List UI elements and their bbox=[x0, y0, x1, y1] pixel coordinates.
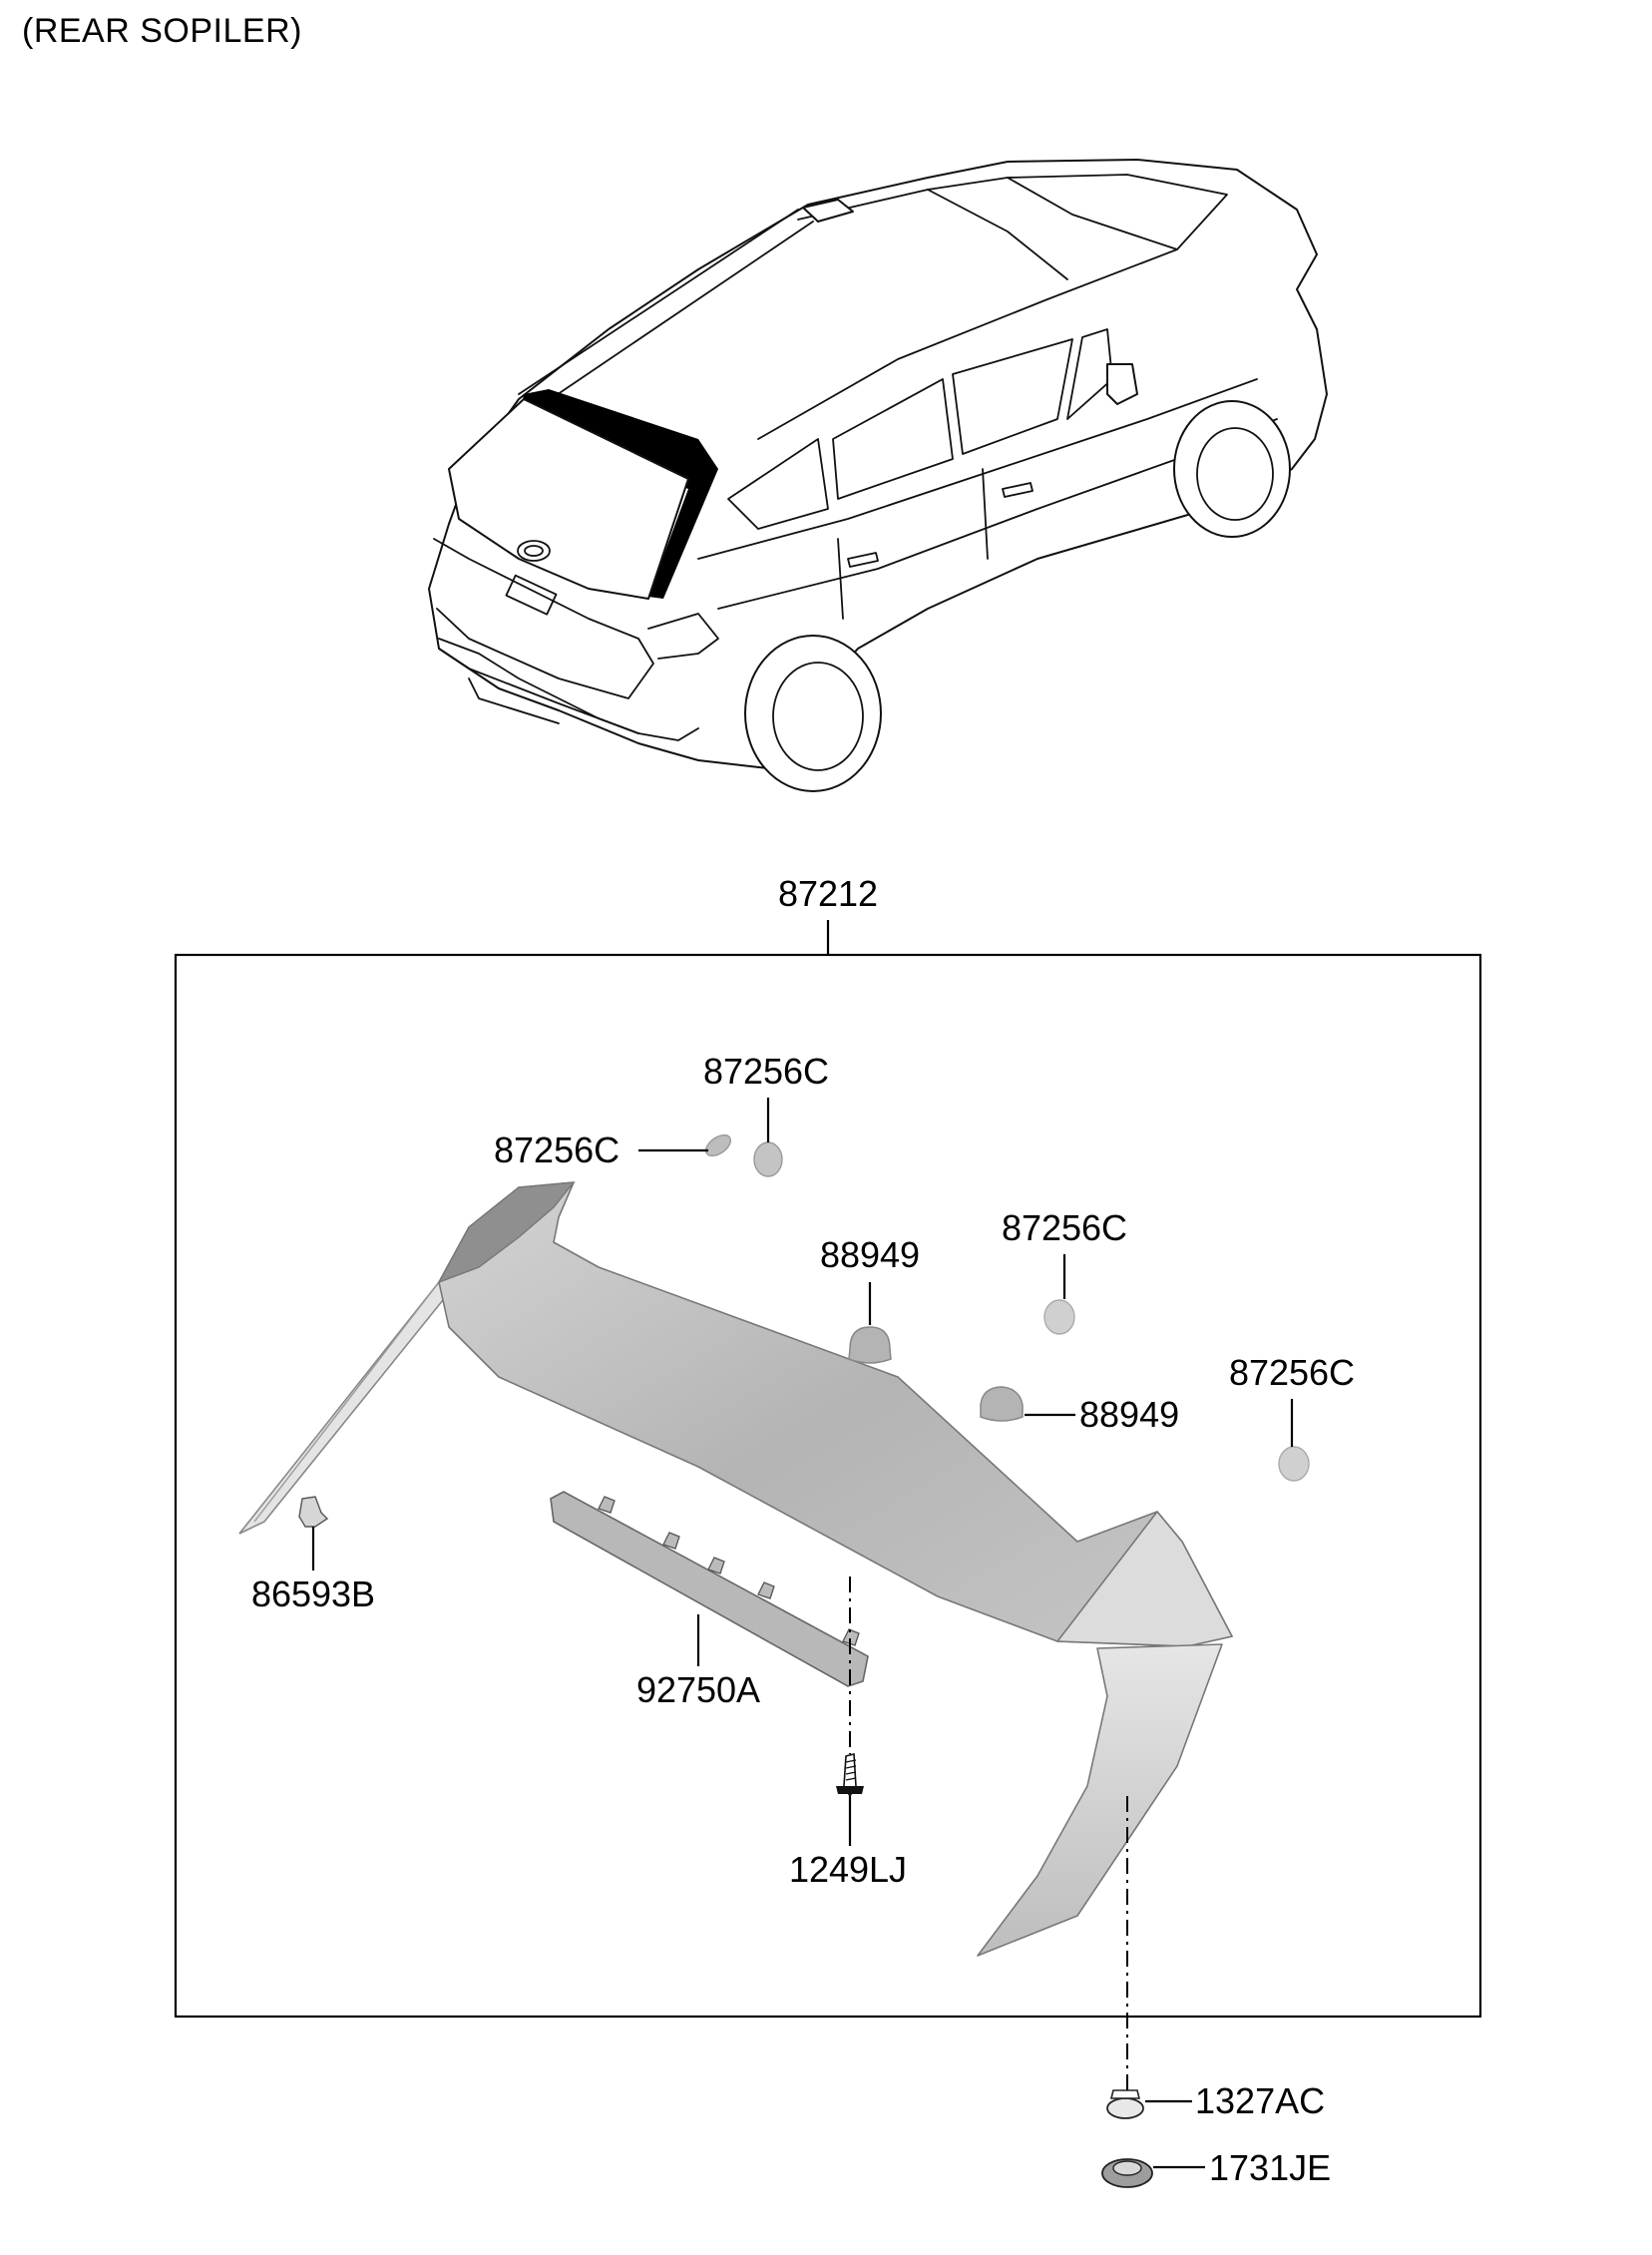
diagram-title: (REAR SOPILER) bbox=[22, 12, 302, 50]
callout-screw: 1249LJ bbox=[789, 1849, 907, 1890]
cap-part-group bbox=[704, 1133, 1310, 1482]
callout-clip: 86593B bbox=[251, 1574, 375, 1614]
vehicle-illustration bbox=[428, 159, 1328, 792]
callout-grommet: 1731JE bbox=[1209, 2147, 1331, 2188]
cap-c-shape bbox=[1043, 1299, 1075, 1335]
callout-cap-b: 87256C bbox=[703, 1051, 829, 1092]
callout-nut: 1327AC bbox=[1195, 2080, 1325, 2121]
rear-spoiler-part bbox=[238, 1181, 1233, 1957]
cap-a-shape bbox=[704, 1133, 732, 1157]
callout-bumper-b: 88949 bbox=[1079, 1394, 1179, 1435]
callout-cap-a: 87256C bbox=[494, 1129, 620, 1170]
callout-cap-c: 87256C bbox=[1002, 1207, 1127, 1248]
stop-lamp-part bbox=[550, 1491, 869, 1687]
screw-shape bbox=[836, 1752, 864, 1798]
clip-shape bbox=[298, 1496, 329, 1528]
nut-shape bbox=[1106, 2089, 1144, 2119]
leader-lines bbox=[311, 1098, 1294, 2169]
grommet-shape bbox=[1101, 2158, 1153, 2188]
cap-d-shape bbox=[1278, 1446, 1310, 1482]
cap-b-shape bbox=[753, 1141, 783, 1177]
bumper-a-shape bbox=[848, 1326, 892, 1364]
callout-assembly: 87212 bbox=[778, 873, 878, 914]
bumper-stop-group bbox=[848, 1326, 1024, 1422]
callout-stop-lamp: 92750A bbox=[636, 1669, 760, 1710]
callout-cap-d: 87256C bbox=[1229, 1352, 1355, 1393]
bumper-b-shape bbox=[980, 1386, 1024, 1422]
callout-bumper-a: 88949 bbox=[820, 1234, 920, 1275]
